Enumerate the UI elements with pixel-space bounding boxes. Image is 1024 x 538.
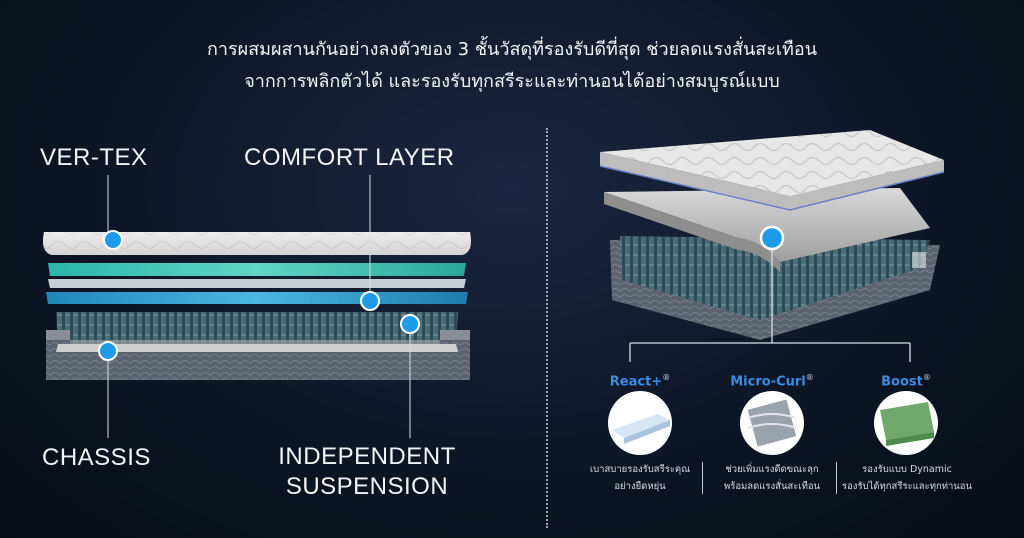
bracket-lines [629, 248, 911, 362]
independent-label-line-1: INDEPENDENT [278, 443, 456, 470]
desc-separator-1 [702, 462, 703, 494]
layer-swatches [608, 391, 938, 455]
comfort-layer-blue [46, 292, 468, 304]
headline-line-2: จากการพลิกตัวได้ และรองรับทุกสรีระและท่า… [244, 71, 780, 92]
boost-title: Boost® [881, 373, 931, 390]
callout-dot-right [759, 225, 785, 251]
headline: การผสมผสานกันอย่างลงตัวของ 3 ชั้นวัสดุที… [0, 34, 1024, 98]
right-mattress-3d [599, 130, 945, 340]
react-plus-description: เบาสบายรองรับสรีระคุณ อย่างยืดหยุ่น [589, 464, 691, 492]
react-plus-title: React+® [609, 373, 671, 390]
micro-curl-title: Micro-Curl® [730, 373, 814, 390]
vertex-label: VER-TEX [40, 144, 148, 171]
micro-curl-description: ช่วยเพิ่มแรงดีดขณะลุก พร้อมลดแรงสั่นสะเท… [723, 464, 821, 492]
callout-dots-left [98, 230, 420, 361]
comfort-layer-label: COMFORT LAYER [244, 144, 455, 171]
independent-label-line-2: SUSPENSION [285, 473, 449, 500]
spring-layer [56, 312, 458, 344]
chassis-layer [46, 330, 470, 380]
comfort-layer-teal [48, 263, 466, 276]
boost-description: รองรับแบบ Dynamic รองรับได้ทุกสรีระและทุ… [842, 464, 972, 492]
chassis-label: CHASSIS [42, 444, 151, 471]
desc-separator-2 [836, 462, 837, 494]
headline-line-1: การผสมผสานกันอย่างลงตัวของ 3 ชั้นวัสดุที… [206, 39, 818, 60]
center-divider [546, 128, 548, 528]
independent-suspension-label: INDEPENDENT SUSPENSION [272, 442, 462, 502]
